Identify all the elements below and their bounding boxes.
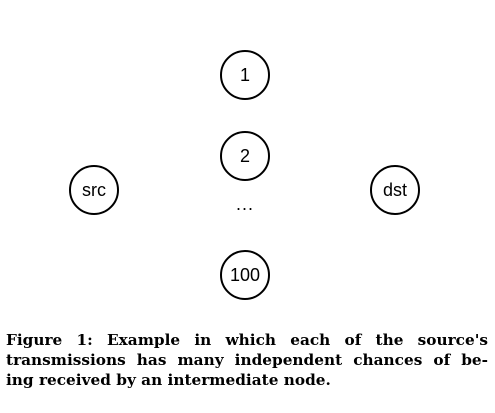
caption-line-1: Figure 1: Example in which each of the s… (6, 331, 488, 349)
caption-line-2: transmissions has many independent chanc… (6, 351, 488, 369)
intermediate-node-100: 100 (220, 250, 270, 300)
node-label: src (82, 179, 106, 200)
network-diagram: 1 2 ... 100 src dst (69, 50, 420, 300)
node-label: dst (382, 179, 407, 200)
intermediate-node-2: 2 (220, 131, 270, 181)
node-label: 1 (239, 64, 250, 85)
figure-caption: Figure 1: Example in which each of the s… (6, 330, 488, 390)
node-label: 100 (229, 264, 261, 285)
node-label: 2 (239, 145, 250, 166)
source-node: src (69, 165, 119, 215)
caption-line-3: ing received by an intermediate node. (6, 371, 331, 389)
intermediate-node-1: 1 (220, 50, 270, 100)
ellipsis: ... (235, 194, 254, 214)
destination-node: dst (370, 165, 420, 215)
